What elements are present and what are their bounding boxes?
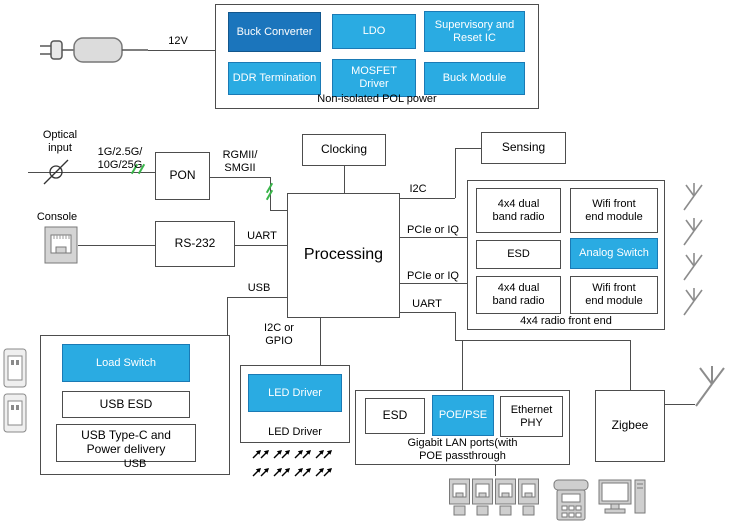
zigbee-antenna-icon	[695, 366, 725, 407]
pon-block: PON	[155, 152, 210, 200]
usb-esd-block: USB ESD	[62, 391, 190, 418]
wire-usb-b	[227, 297, 228, 335]
pol-group-label: Non-isolated POL power	[317, 93, 437, 105]
rgmii-label: RGMII/ SMGII	[222, 149, 258, 174]
antenna-icon	[683, 288, 703, 316]
console-label: Console	[36, 211, 78, 223]
wire-uart-a	[400, 312, 455, 313]
ethernet-jack-icon	[449, 478, 470, 516]
ac-adapter-icon	[40, 37, 148, 63]
wire-usb-a	[227, 297, 287, 298]
radio-esd-block: ESD	[476, 240, 561, 269]
usb-port-icon	[3, 393, 27, 433]
rs232-block: RS-232	[155, 221, 235, 267]
ethernet-jack-icon	[495, 478, 516, 516]
buck-module-block[interactable]: Buck Module	[424, 62, 525, 95]
wire-uart-c	[455, 340, 630, 341]
optical-rates-label: 1G/2.5G/ 10G/25G	[97, 146, 143, 171]
processing-block: Processing	[287, 193, 400, 318]
wire-lan-ports	[495, 465, 496, 476]
pcie-top-label: PCIe or IQ	[407, 224, 459, 236]
pcie-bottom-label: PCIe or IQ	[407, 270, 459, 282]
load-switch-block[interactable]: Load Switch	[62, 344, 190, 382]
lan-group-label: Gigabit LAN ports(with POE passthrough	[407, 437, 518, 462]
radio-bottom-block: 4x4 dual band radio	[476, 276, 561, 314]
fiber-connector-icon	[43, 159, 69, 185]
console-port-icon	[44, 226, 78, 264]
ethernet-phy-block: Ethernet PHY	[500, 396, 563, 437]
buck-converter-block[interactable]: Buck Converter	[228, 12, 321, 52]
antenna-icon	[683, 183, 703, 211]
phone-icon	[553, 479, 589, 521]
fem-bottom-block: Wifi front end module	[570, 276, 658, 314]
mosfet-driver-block[interactable]: MOSFET Driver	[332, 59, 416, 97]
radio-top-block: 4x4 dual band radio	[476, 188, 561, 233]
wire-i2c-a	[400, 198, 455, 199]
antenna-icon	[683, 253, 703, 281]
lan-ports-group	[355, 390, 570, 465]
wire-i2c-c	[455, 148, 481, 149]
clocking-block: Clocking	[302, 134, 386, 166]
desktop-computer-icon	[598, 479, 646, 514]
wire-uart-b	[455, 312, 456, 340]
usb-wire-label: USB	[247, 282, 271, 294]
wire-pcie-bottom	[400, 283, 467, 284]
wire-uart-rs232	[235, 245, 287, 246]
wire-clocking	[344, 166, 345, 193]
wire-uart-zigbee	[630, 340, 631, 390]
wire-12v	[148, 50, 215, 51]
wire-optical	[28, 172, 155, 173]
radio-group-label: 4x4 radio front end	[520, 315, 612, 327]
sensing-block: Sensing	[481, 132, 566, 164]
led-driver-group	[240, 365, 350, 443]
uart-rs232-label: UART	[247, 230, 277, 242]
wire-console	[78, 245, 155, 246]
wire-i2c-b	[455, 148, 456, 198]
zigbee-block: Zigbee	[595, 390, 665, 462]
antenna-icon	[683, 218, 703, 246]
poe-pse-block[interactable]: POE/PSE	[432, 395, 494, 436]
uart-zigbee-label: UART	[412, 298, 442, 310]
i2c-label: I2C	[409, 183, 427, 195]
wire-pcie-top	[400, 237, 467, 238]
ddr-termination-block[interactable]: DDR Termination	[228, 62, 321, 95]
wire-led	[320, 318, 321, 365]
led-group-label: LED Driver	[268, 426, 322, 438]
led-driver-block[interactable]: LED Driver	[248, 374, 342, 412]
fem-top-block: Wifi front end module	[570, 188, 658, 233]
supply-12v-label: 12V	[168, 35, 188, 47]
ethernet-jack-icon	[472, 478, 493, 516]
optical-input-label: Optical input	[42, 129, 78, 154]
wire-rgmii-c	[270, 210, 287, 211]
wire-lan-branch	[462, 340, 463, 390]
usb-typec-block: USB Type-C and Power delivery	[56, 424, 196, 462]
usb-port-icon	[3, 348, 27, 388]
pol-power-group	[215, 4, 539, 109]
radio-front-end-group	[467, 180, 665, 330]
led-arrows-icon	[252, 449, 332, 477]
lan-esd-block: ESD	[365, 398, 425, 434]
ldo-block[interactable]: LDO	[332, 14, 416, 49]
i2c-gpio-label: I2C or GPIO	[264, 322, 294, 347]
usb-group-label: USB	[123, 458, 147, 470]
ethernet-jack-icon	[518, 478, 539, 516]
usb-group	[40, 335, 230, 475]
wire-rgmii-a	[210, 177, 270, 178]
analog-switch-block[interactable]: Analog Switch	[570, 238, 658, 269]
wire-zigbee-antenna	[665, 404, 695, 405]
supervisory-reset-block[interactable]: Supervisory and Reset IC	[424, 11, 525, 52]
